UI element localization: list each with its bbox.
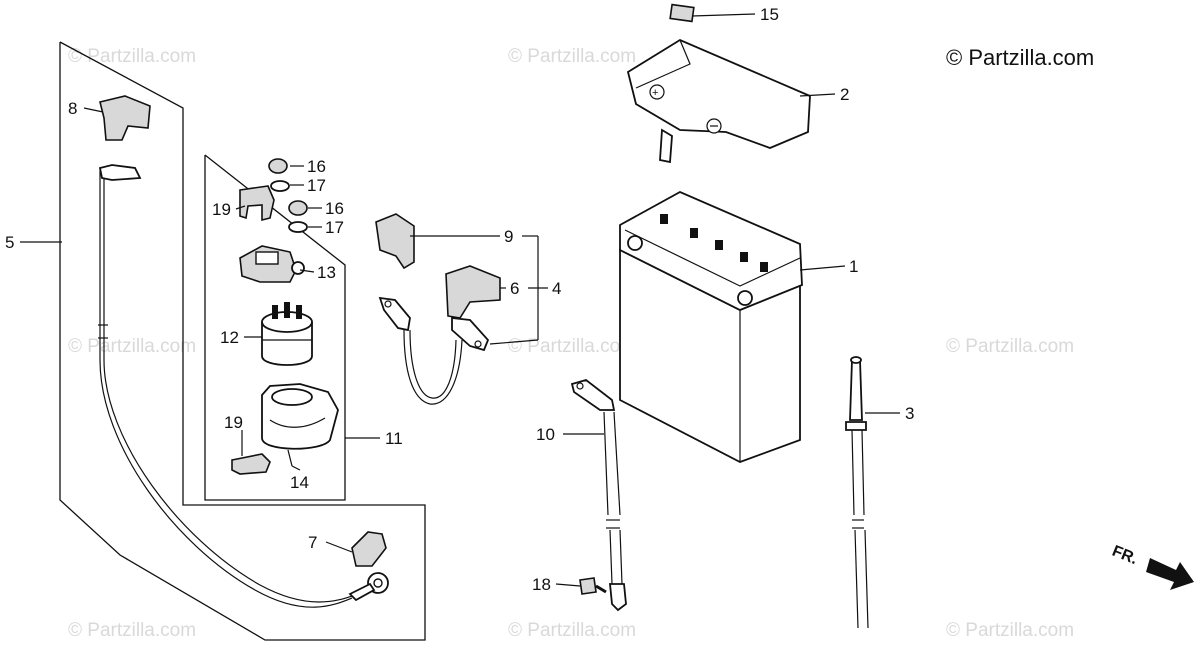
callout-10: 10 (536, 425, 555, 444)
callout-12: 12 (220, 328, 239, 347)
watermark-mid-left: © Partzilla.com (68, 336, 196, 357)
part-4-battery-cable (378, 296, 490, 405)
part-18-bolt (579, 577, 607, 595)
watermark-bottom-center: © Partzilla.com (508, 620, 636, 641)
part-1-battery (619, 190, 803, 463)
callout-8: 8 (68, 99, 77, 118)
callout-19-bottom: 19 (224, 413, 243, 432)
part-19-fuse-top (239, 185, 275, 222)
part-3-breather-tube (845, 356, 869, 629)
callout-16-bottom: 16 (325, 199, 344, 218)
callout-6: 6 (510, 279, 519, 298)
watermarks: © Partzilla.com © Partzilla.com © Partzi… (68, 46, 1074, 641)
watermark-top-center: © Partzilla.com (508, 46, 636, 67)
plus-symbol: + (652, 87, 658, 99)
part-2-battery-cover: + (626, 38, 811, 164)
callout-7: 7 (308, 533, 317, 552)
part-7-terminal-boot (351, 531, 387, 567)
callout-3: 3 (905, 404, 914, 423)
callout-13: 13 (317, 263, 336, 282)
part-5-main-cable (98, 164, 389, 608)
callout-19-top: 19 (212, 200, 231, 219)
part-6-terminal-cover (445, 265, 501, 319)
part-19-fuse-bottom (231, 453, 271, 475)
callout-17-top: 17 (307, 176, 326, 195)
part-15-label (669, 3, 695, 23)
callouts: 15 2 1 3 5 8 16 17 16 17 19 13 12 11 19 … (5, 5, 914, 594)
part-11-relay-case (261, 383, 339, 450)
callout-4: 4 (552, 279, 561, 298)
callout-16-top: 16 (307, 157, 326, 176)
part-8-terminal-cover (99, 95, 151, 141)
callout-14: 14 (290, 473, 309, 492)
watermark-top-left: © Partzilla.com (68, 46, 196, 67)
callout-18: 18 (532, 575, 551, 594)
watermark-mid-right: © Partzilla.com (946, 336, 1074, 357)
copyright-label: © Partzilla.com (946, 45, 1094, 70)
callout-17-bottom: 17 (325, 218, 344, 237)
watermark-bottom-right: © Partzilla.com (946, 620, 1074, 641)
callout-1: 1 (849, 257, 858, 276)
part-9-terminal-cover (375, 213, 415, 270)
front-direction-indicator: FR. (1110, 543, 1194, 590)
group-frame-outer (59, 41, 426, 641)
callout-11: 11 (385, 429, 403, 448)
watermark-bottom-left: © Partzilla.com (68, 620, 196, 641)
callout-5: 5 (5, 233, 14, 252)
part-14-clip (287, 449, 293, 467)
callout-9: 9 (504, 227, 513, 246)
part-12-starter-relay (261, 302, 313, 366)
part-13-relay-cover (239, 245, 305, 283)
direction-label: FR. (1110, 543, 1140, 568)
watermark-mid-center: © Partzilla.com (508, 336, 636, 357)
callout-15: 15 (760, 5, 779, 24)
leader-lines (20, 13, 900, 587)
part-10-ground-cable (570, 379, 627, 612)
arrow-right-icon (1146, 558, 1194, 590)
callout-2: 2 (840, 85, 849, 104)
part-16-17-hardware (268, 158, 308, 233)
